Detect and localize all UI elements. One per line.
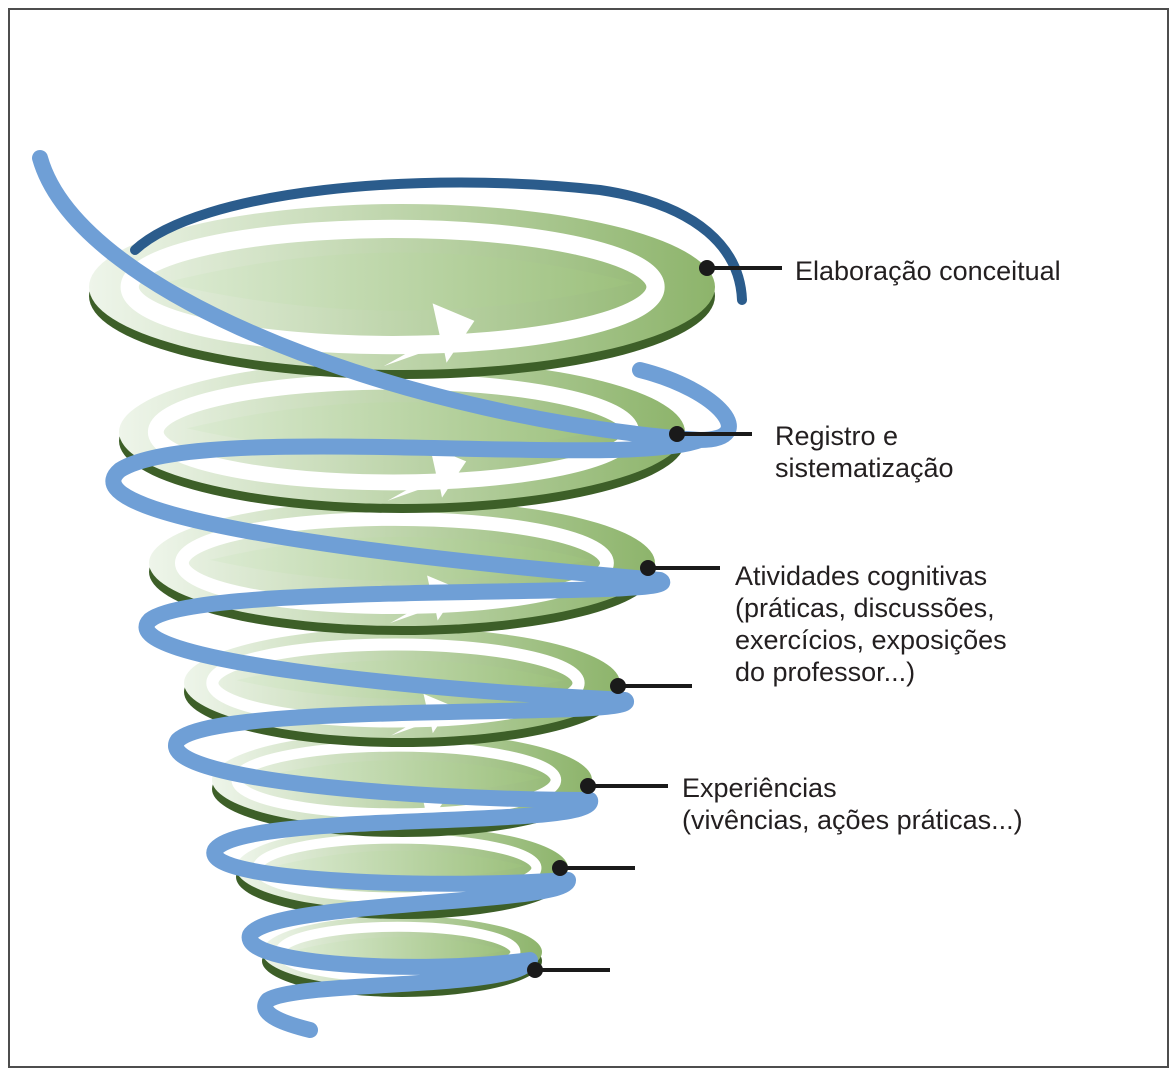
leader-lines bbox=[527, 260, 782, 978]
leader-dot-icon bbox=[669, 426, 685, 442]
leader-dot-icon bbox=[610, 678, 626, 694]
arrow-head-icon bbox=[383, 303, 475, 367]
disc-inner-lens bbox=[295, 937, 506, 963]
label-line: Experiências bbox=[682, 773, 837, 803]
spiral-ribbon-front bbox=[32, 150, 737, 1038]
label-line: (práticas, discussões, bbox=[735, 593, 995, 623]
leader-dot-icon bbox=[580, 778, 596, 794]
leader-dot-icon bbox=[552, 860, 568, 876]
label-registro-sistematizacao: Registro e sistematização bbox=[775, 420, 954, 484]
label-line: Atividades cognitivas bbox=[735, 561, 988, 591]
arrow-head-icon bbox=[391, 693, 452, 736]
disc-inner-lens bbox=[164, 252, 634, 311]
circular-arrow-ring bbox=[174, 511, 614, 615]
label-elaboracao-conceitual: Elaboração conceitual bbox=[795, 255, 1061, 287]
label-line: do professor...) bbox=[735, 657, 916, 687]
label-line: Registro e bbox=[775, 421, 899, 451]
spiral-ribbon-back bbox=[130, 177, 747, 305]
label-line: (vivências, ações práticas...) bbox=[682, 805, 1023, 835]
label-line: Elaboração conceitual bbox=[795, 256, 1061, 286]
circular-arrow-ring bbox=[206, 638, 585, 728]
circular-arrow-ring bbox=[120, 219, 665, 355]
spiral-discs bbox=[89, 204, 715, 997]
label-line: exercícios, exposições bbox=[735, 625, 1007, 655]
leader-dot-icon bbox=[699, 260, 715, 276]
leader-dot-icon bbox=[527, 962, 543, 978]
leader-dot-icon bbox=[640, 560, 656, 576]
arrow-head-icon bbox=[387, 446, 467, 501]
blue-spiral-ribbon bbox=[32, 150, 747, 1038]
label-experiencias: Experiências (vivências, ações práticas.… bbox=[682, 772, 1023, 836]
label-atividades-cognitivas: Atividades cognitivas (práticas, discuss… bbox=[735, 560, 1007, 688]
label-line: sistematização bbox=[775, 453, 954, 483]
